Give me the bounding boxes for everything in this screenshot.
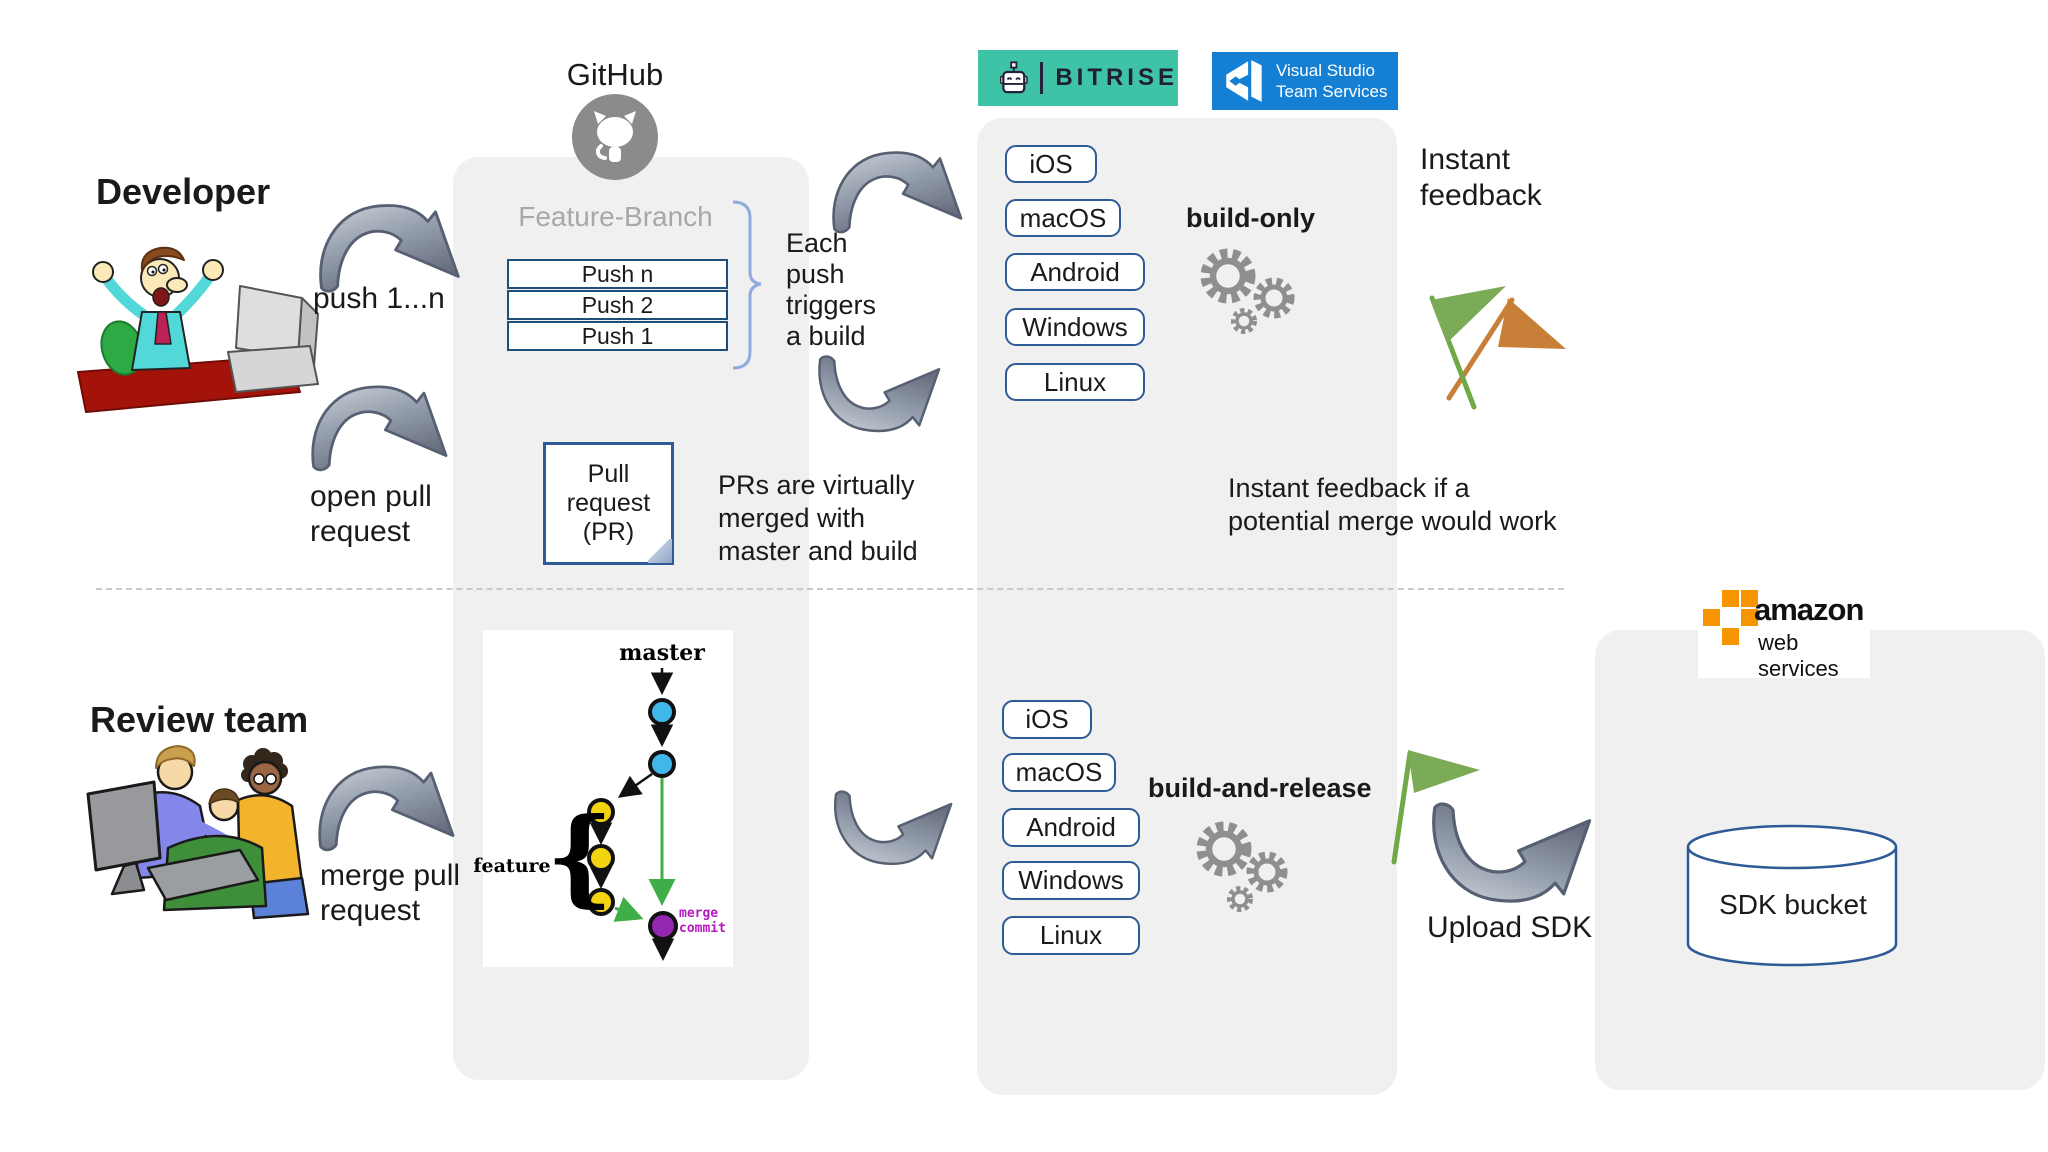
git-feature-label: feature <box>473 855 550 877</box>
push-group-bracket <box>732 200 762 370</box>
feature-brace: { <box>546 794 614 918</box>
master-commit-2 <box>648 750 676 778</box>
merge-commit-node <box>648 911 678 941</box>
feature-commit-1 <box>587 798 615 826</box>
git-graph: master { feature <box>473 630 733 967</box>
open-pr-arrow <box>313 387 446 470</box>
feature-branch-label: Feature-Branch <box>518 201 713 232</box>
master-commit-1 <box>648 698 676 726</box>
sdk-bucket-icon <box>1686 824 1898 967</box>
platform-chip-windows-bottom: Windows <box>1002 861 1140 900</box>
merge-pr-arrow <box>320 767 453 850</box>
instant-feedback-label: Instant feedback <box>1420 143 1542 212</box>
push-2-box: Push 2 <box>507 290 728 320</box>
aws-logo: amazon web services <box>1698 584 1870 681</box>
push-n-box: Push n <box>507 259 728 289</box>
each-push-note: Each push triggers a build <box>786 228 877 351</box>
gears-build-only-icon <box>1200 248 1295 334</box>
platform-chip-windows-top: Windows <box>1005 308 1145 346</box>
review-team-illustration <box>86 745 310 920</box>
upload-sdk-label: Upload SDK <box>1427 911 1593 944</box>
platform-chip-macos-top: macOS <box>1005 199 1121 237</box>
github-label: GitHub <box>566 57 664 92</box>
feature-commit-3 <box>587 888 615 916</box>
push-1n-label: push 1...n <box>313 282 445 315</box>
prs-merged-note: PRs are virtually merged with master and… <box>718 470 918 566</box>
push-to-build-arrow <box>834 153 962 232</box>
sdk-bucket-label: SDK bucket <box>1719 889 1867 920</box>
platform-chip-ios-bottom: iOS <box>1002 700 1092 739</box>
feature-commit-2 <box>587 844 615 872</box>
open-pr-label: open pull request <box>310 480 432 548</box>
aws-brand-text: amazon <box>1754 592 1864 627</box>
upload-sdk-arrow <box>1434 804 1590 901</box>
crossed-flags-icon <box>1429 286 1566 410</box>
push-arrow <box>321 205 459 291</box>
bitrise-wordmark: BITRISE <box>1055 64 1178 91</box>
merge-to-build-arrow <box>835 792 951 864</box>
platform-chip-macos-bottom: macOS <box>1002 753 1116 792</box>
bitrise-robot-icon <box>1000 61 1028 94</box>
git-master-label: master <box>619 640 705 666</box>
build-and-release-label: build-and-release <box>1148 773 1372 803</box>
review-team-heading: Review team <box>90 699 309 740</box>
section-divider <box>96 588 1564 590</box>
merge-pr-label: merge pull request <box>320 859 461 927</box>
push-1-box: Push 1 <box>507 321 728 351</box>
instant-feedback-merge-note: Instant feedback if a potential merge wo… <box>1228 473 1557 536</box>
developer-illustration <box>77 246 319 413</box>
platform-chip-android-top: Android <box>1005 253 1145 291</box>
build-only-label: build-only <box>1186 203 1315 233</box>
pull-request-note-text: Pull request (PR) <box>566 460 651 546</box>
pull-request-note: Pull request (PR) <box>543 442 674 565</box>
gears-build-and-release-icon <box>1196 821 1288 912</box>
platform-chip-ios-top: iOS <box>1005 145 1097 183</box>
pr-to-build-arrow <box>819 356 939 430</box>
developer-heading: Developer <box>96 171 271 212</box>
github-logo-icon <box>572 94 658 180</box>
platform-chip-android-bottom: Android <box>1002 808 1140 847</box>
vsts-wordmark: Visual Studio Team Services <box>1276 61 1388 101</box>
platform-chip-linux-top: Linux <box>1005 363 1145 401</box>
bitrise-logo: BITRISE <box>978 50 1178 106</box>
merge-commit-label: merge commit <box>679 906 726 936</box>
folded-corner-icon <box>648 539 672 563</box>
green-flag-icon <box>1391 750 1480 865</box>
aws-cubes-icon <box>1703 590 1758 645</box>
vsts-icon <box>1226 60 1262 102</box>
bitrise-divider <box>1040 62 1044 94</box>
aws-brand-subtext: web services <box>1758 630 1839 681</box>
platform-chip-linux-bottom: Linux <box>1002 916 1140 955</box>
vsts-logo: Visual Studio Team Services <box>1212 52 1398 110</box>
